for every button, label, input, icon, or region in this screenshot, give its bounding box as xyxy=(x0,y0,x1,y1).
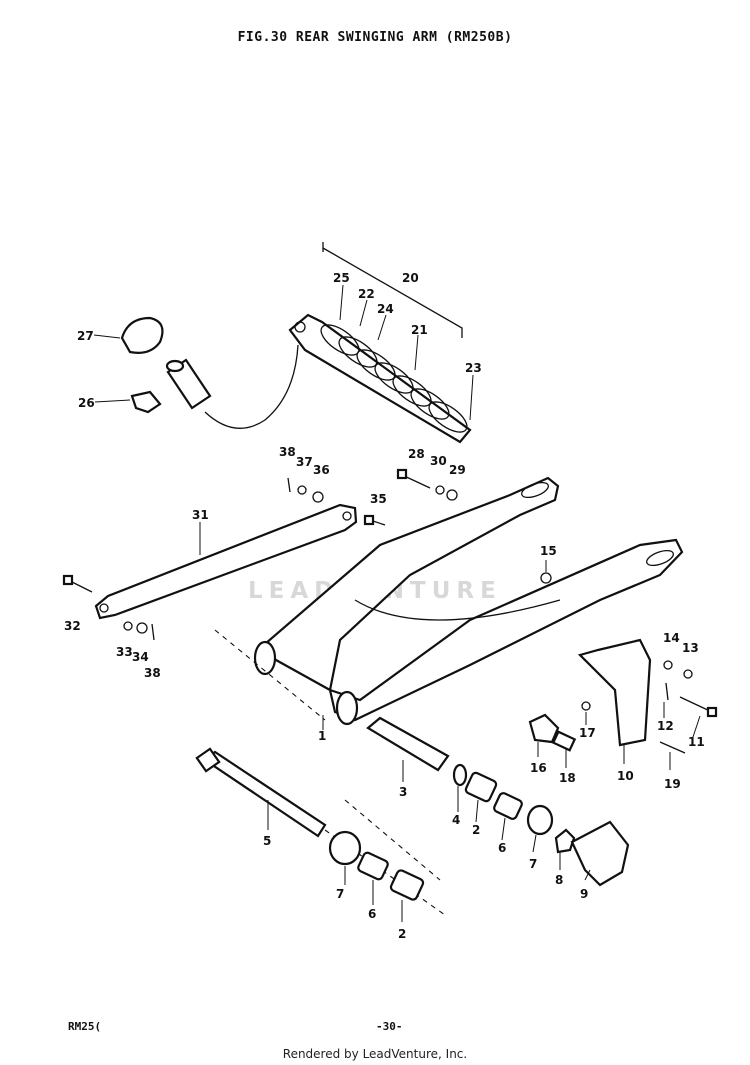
callout-26: 26 xyxy=(78,396,95,410)
buffer-16[interactable] xyxy=(528,713,560,744)
callout-38b: 38 xyxy=(144,666,161,680)
callout-29: 29 xyxy=(449,463,466,477)
nut-8[interactable] xyxy=(554,828,576,854)
callout-17: 17 xyxy=(579,726,596,740)
callout-35: 35 xyxy=(370,492,387,506)
callout-36: 36 xyxy=(313,463,330,477)
chain-buffer-bracket[interactable] xyxy=(577,638,652,747)
seal-7-left[interactable] xyxy=(328,830,362,866)
callout-20: 20 xyxy=(402,271,419,285)
small-hardware xyxy=(62,468,718,754)
callout-12: 12 xyxy=(657,719,674,733)
callout-14: 14 xyxy=(663,631,680,645)
callout-9: 9 xyxy=(580,887,588,901)
callout-labels: 1 2 2 3 4 5 6 6 7 7 8 9 10 11 12 13 14 1… xyxy=(64,271,705,941)
callout-6a: 6 xyxy=(498,841,506,855)
callout-15: 15 xyxy=(540,544,557,558)
callout-32: 32 xyxy=(64,619,81,633)
mounting-clip[interactable] xyxy=(130,390,162,414)
spacer-6-left[interactable] xyxy=(357,851,389,881)
torque-rod[interactable] xyxy=(94,503,358,620)
bearing-2-right[interactable] xyxy=(464,771,498,803)
swing-arm[interactable] xyxy=(253,476,684,726)
collar-18[interactable] xyxy=(551,730,577,752)
leader-lines xyxy=(93,284,701,922)
callout-37: 37 xyxy=(296,455,313,469)
callout-27: 27 xyxy=(77,329,94,343)
callout-28: 28 xyxy=(408,447,425,461)
callout-34: 34 xyxy=(132,650,149,664)
callout-7b: 7 xyxy=(336,887,344,901)
washer-4[interactable] xyxy=(452,763,468,787)
callout-23: 23 xyxy=(465,361,482,375)
callout-31: 31 xyxy=(192,508,209,522)
callout-2a: 2 xyxy=(472,823,480,837)
callout-1: 1 xyxy=(318,729,326,743)
callout-3: 3 xyxy=(399,785,407,799)
group-bracket-20 xyxy=(322,242,463,338)
callout-25: 25 xyxy=(333,271,350,285)
callout-19: 19 xyxy=(664,777,681,791)
callout-18: 18 xyxy=(559,771,576,785)
callout-33: 33 xyxy=(116,645,133,659)
page-number: -30- xyxy=(376,1020,403,1033)
callout-10: 10 xyxy=(617,769,634,783)
callout-11: 11 xyxy=(688,735,705,749)
pivot-bolt[interactable] xyxy=(195,747,327,838)
callout-2b: 2 xyxy=(398,927,406,941)
callout-4: 4 xyxy=(452,813,460,827)
figure-title: FIG.30 REAR SWINGING ARM (RM250B) xyxy=(237,30,513,45)
render-credit: Rendered by LeadVenture, Inc. xyxy=(282,1047,468,1061)
callout-8: 8 xyxy=(555,873,563,887)
seal-7-right[interactable] xyxy=(526,804,554,836)
callout-38a: 38 xyxy=(279,445,296,459)
shock-reservoir[interactable] xyxy=(165,344,299,429)
hose-clamp[interactable] xyxy=(120,316,164,354)
callout-21: 21 xyxy=(411,323,428,337)
callout-7a: 7 xyxy=(529,857,537,871)
pivot-spacer[interactable] xyxy=(366,716,450,772)
callout-30: 30 xyxy=(430,454,447,468)
callout-13: 13 xyxy=(682,641,699,655)
callout-22: 22 xyxy=(358,287,375,301)
callout-6b: 6 xyxy=(368,907,376,921)
shock-absorber[interactable] xyxy=(288,313,472,444)
bearing-2-left[interactable] xyxy=(389,869,425,901)
spacer-6-right[interactable] xyxy=(493,792,523,820)
callout-24: 24 xyxy=(377,302,394,316)
callout-5: 5 xyxy=(263,834,271,848)
model-code: RM25( xyxy=(68,1020,102,1033)
chain-guide-9[interactable] xyxy=(570,820,630,887)
callout-16: 16 xyxy=(530,761,547,775)
